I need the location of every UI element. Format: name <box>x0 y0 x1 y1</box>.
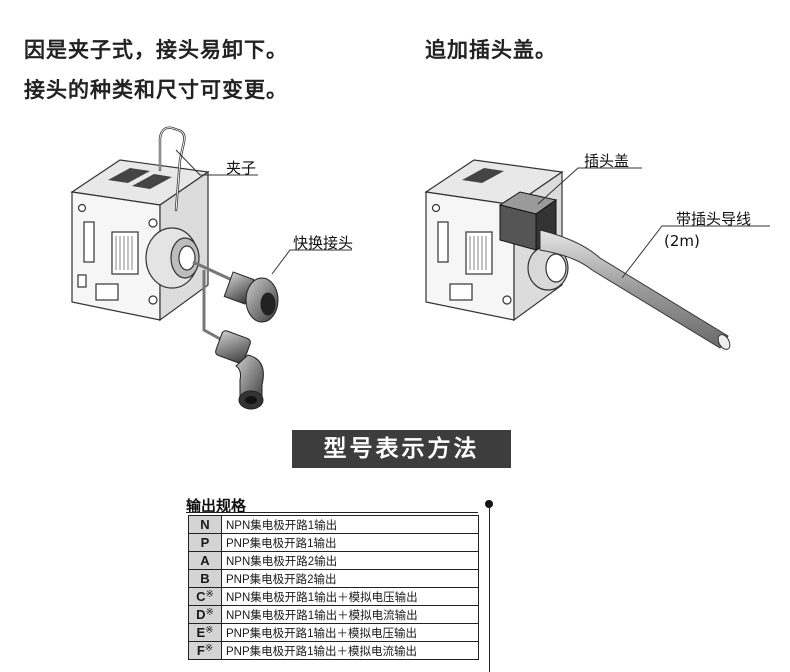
spec-description: PNP集电极开路2输出 <box>221 569 479 588</box>
elbow-fitting <box>215 330 264 410</box>
callout-lead-wire: 带插头导线 <box>676 210 752 228</box>
spec-code: A <box>188 551 222 570</box>
spec-row: D※NPN集电极开路1输出＋模拟电流输出 <box>188 605 479 624</box>
spec-row: F※PNP集电极开路1输出＋模拟电流输出 <box>188 641 479 660</box>
spec-row: C※NPN集电极开路1输出＋模拟电压输出 <box>188 587 479 606</box>
lead-wire <box>539 229 731 350</box>
output-spec-title: 输出规格 <box>186 497 247 515</box>
connector-line <box>489 504 490 672</box>
spec-row: E※PNP集电极开路1输出＋模拟电压输出 <box>188 623 479 642</box>
spec-title-underline <box>186 512 478 513</box>
spec-description: PNP集电极开路1输出 <box>221 533 479 552</box>
spec-description: NPN集电极开路1输出＋模拟电压输出 <box>221 587 479 606</box>
spec-description: NPN集电极开路1输出＋模拟电流输出 <box>221 605 479 624</box>
left-heading-line1: 因是夹子式，接头易卸下。 <box>24 38 288 62</box>
spec-code: N <box>188 515 222 534</box>
spec-code: P <box>188 533 222 552</box>
spec-code: D※ <box>188 605 222 624</box>
callout-plug-cover: 插头盖 <box>584 152 630 170</box>
callout-clip: 夹子 <box>226 159 257 177</box>
right-heading: 追加插头盖。 <box>425 38 557 62</box>
spec-code: B <box>188 569 222 588</box>
straight-fitting <box>223 271 279 323</box>
spec-description: PNP集电极开路1输出＋模拟电压输出 <box>221 623 479 642</box>
left-sensor-body <box>70 159 210 322</box>
spec-description: NPN集电极开路2输出 <box>221 551 479 570</box>
spec-description: PNP集电极开路1输出＋模拟电流输出 <box>221 641 479 660</box>
product-illustration <box>70 126 770 410</box>
left-heading-line2: 接头的种类和尺寸可变更。 <box>24 78 288 102</box>
callout-lead-length: (2m) <box>664 232 700 250</box>
spec-description: NPN集电极开路1输出 <box>221 515 479 534</box>
spec-code: E※ <box>188 623 222 642</box>
spec-code: C※ <box>188 587 222 606</box>
callout-quick-fitting: 快换接头 <box>293 234 354 252</box>
section-title: 型号表示方法 <box>292 430 511 468</box>
spec-code: F※ <box>188 641 222 660</box>
